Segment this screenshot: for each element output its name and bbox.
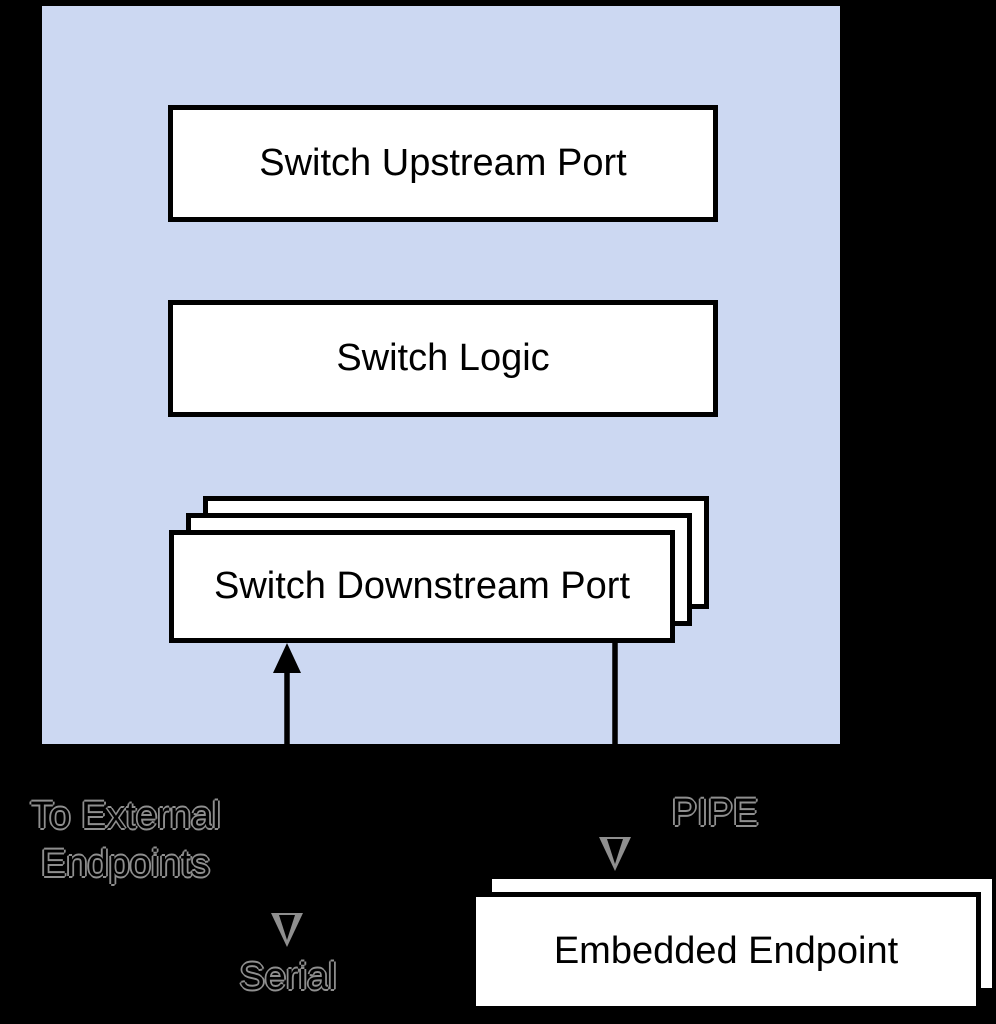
switch-logic-label: Switch Logic: [336, 337, 550, 379]
external-endpoints-label-line1: To External: [30, 795, 221, 837]
switch-logic-box: Switch Logic: [168, 300, 718, 417]
switch-upstream-port-label: Switch Upstream Port: [259, 142, 627, 184]
external-endpoints-label-line2: Endpoints: [40, 843, 210, 885]
serial-arrowhead-inner: [279, 915, 295, 940]
switch-downstream-port-label: Switch Downstream Port: [213, 565, 630, 607]
pipe-arrowhead-inner: [607, 839, 623, 864]
switch-downstream-port-box-front: Switch Downstream Port: [169, 530, 675, 643]
serial-label: Serial: [239, 956, 337, 998]
switch-upstream-port-box: Switch Upstream Port: [168, 105, 718, 222]
embedded-endpoint-label: Embedded Endpoint: [553, 930, 899, 972]
serial-arrowhead-icon: [271, 913, 303, 947]
external-endpoints-label: To External Endpoints: [8, 792, 243, 888]
pipe-label: PIPE: [671, 792, 759, 834]
embedded-endpoint-box-front: Embedded Endpoint: [471, 892, 981, 1011]
pipe-arrowhead-icon: [599, 837, 631, 871]
